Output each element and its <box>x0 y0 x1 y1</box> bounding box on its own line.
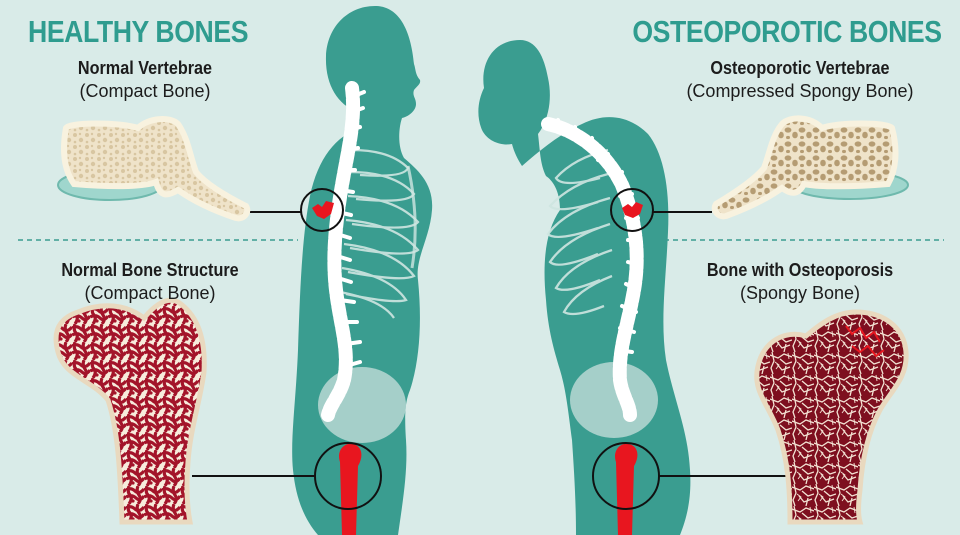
healthy-bone-cross-section <box>53 297 207 525</box>
healthy-spine <box>321 81 366 422</box>
osteoporotic-vertebra-callout-circle <box>610 188 654 232</box>
osteoporotic-body-silhouette <box>478 40 691 535</box>
healthy-vertebra-callout-circle <box>300 188 344 232</box>
normal-bone-structure-subtitle: (Compact Bone) <box>84 283 216 303</box>
normal-vertebrae-title: Normal Vertebrae <box>77 58 213 78</box>
healthy-body-silhouette <box>292 6 433 535</box>
healthy-bones-heading: HEALTHY BONES <box>28 14 249 49</box>
healthy-femur <box>339 443 362 535</box>
healthy-sternum <box>406 165 417 269</box>
normal-vertebrae-subtitle: (Compact Bone) <box>79 81 211 101</box>
healthy-vertebra-callout-marker <box>312 201 334 219</box>
bone-with-osteoporosis-subtitle: (Spongy Bone) <box>739 283 861 303</box>
healthy-vertebra-body <box>61 116 251 222</box>
osteoporotic-vertebrae-title: Osteoporotic Vertebrae <box>710 58 890 78</box>
osteoporotic-vertebrae-subtitle: (Compressed Spongy Bone) <box>686 81 914 101</box>
osteoporotic-ribcage <box>546 148 613 316</box>
osteoporotic-spine <box>541 117 644 422</box>
osteoporotic-bones-heading: OSTEOPOROTIC BONES <box>632 14 943 49</box>
osteoporotic-femur <box>615 443 638 535</box>
osteoporotic-pelvis <box>570 362 658 438</box>
bone-with-osteoporosis-title: Bone with Osteoporosis <box>706 260 894 280</box>
osteoporotic-vertebra-callout-marker <box>622 202 643 218</box>
normal-bone-structure-title: Normal Bone Structure <box>61 260 239 280</box>
osteoporotic-vertebra-body <box>711 115 899 220</box>
osteoporotic-bone-cross-section <box>754 309 909 525</box>
